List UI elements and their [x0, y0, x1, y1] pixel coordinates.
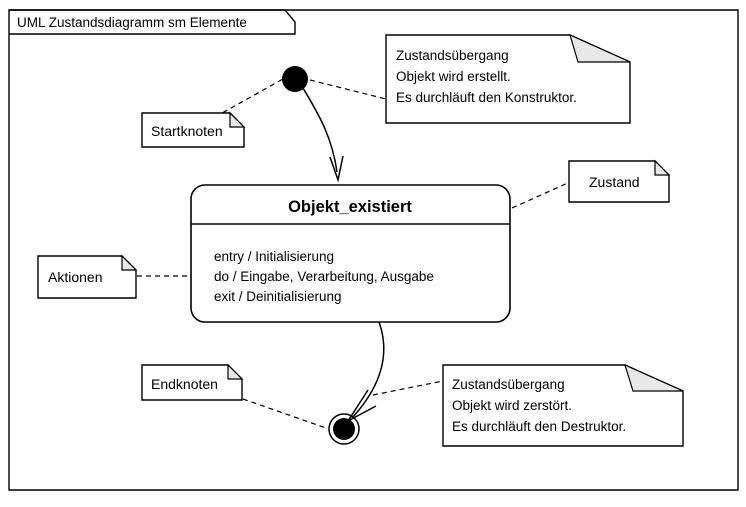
- note-uebergang-erstellt-line-3: Es durchläuft den Konstruktor.: [396, 90, 577, 105]
- arrowhead-into-state: [329, 155, 344, 183]
- note-endknoten-shape: [141, 364, 243, 401]
- note-endknoten-fold: [227, 363, 244, 380]
- note-uebergang-zerstoert-shape: [442, 364, 684, 447]
- transition-state-to-end: [351, 321, 385, 419]
- note-endknoten[interactable]: Endknoten: [141, 363, 244, 401]
- note-uebergang-zerstoert-line-3: Es durchläuft den Destruktor.: [452, 419, 626, 434]
- diagram-title: UML Zustandsdiagramm sm Elemente: [17, 15, 247, 30]
- note-aktionen-fold: [121, 254, 138, 271]
- diagram-frame: [8, 9, 739, 491]
- state-box-outline: [190, 184, 511, 323]
- note-uebergang-erstellt-line-2: Objekt wird erstellt.: [396, 69, 511, 84]
- transition-start-to-state: [302, 87, 338, 173]
- note-uebergang-erstellt[interactable]: Zustandsübergang Objekt wird erstellt. E…: [385, 33, 631, 124]
- state-action-entry: entry / Initialisierung: [214, 249, 334, 264]
- note-uebergang-erstellt-fold: [569, 33, 631, 63]
- note-startknoten-fold: [229, 111, 246, 128]
- link-endknoten-note: [242, 398, 327, 429]
- note-uebergang-zerstoert-line-2: Objekt wird zerstört.: [452, 398, 572, 413]
- note-uebergang-erstellt-line-1: Zustandsübergang: [396, 48, 509, 63]
- note-endknoten-text: Endknoten: [151, 376, 218, 392]
- note-zustand-fold: [654, 159, 671, 176]
- state-action-do: do / Eingabe, Verarbeitung, Ausgabe: [214, 269, 434, 284]
- note-startknoten[interactable]: Startknoten: [141, 111, 246, 148]
- note-startknoten-shape: [141, 112, 245, 148]
- note-uebergang-zerstoert-fold: [624, 363, 684, 392]
- end-node-ring: [328, 413, 360, 445]
- link-startknoten-note: [214, 78, 284, 118]
- state-action-exit: exit / Deinitialisierung: [214, 289, 342, 304]
- note-zustand-shape: [568, 160, 670, 203]
- state-name: Objekt_existiert: [288, 198, 412, 216]
- note-uebergang-zerstoert-line-1: Zustandsübergang: [452, 377, 565, 392]
- note-aktionen-shape: [37, 255, 137, 299]
- note-zustand[interactable]: Zustand: [568, 159, 671, 203]
- end-node[interactable]: [333, 418, 355, 440]
- frame-title-tab: [9, 9, 296, 35]
- note-uebergang-erstellt-shape: [385, 34, 631, 124]
- link-erstellt-note: [309, 79, 387, 100]
- note-uebergang-zerstoert[interactable]: Zustandsübergang Objekt wird zerstört. E…: [442, 363, 684, 447]
- state-objekt-existiert[interactable]: Objekt_existiert entry / Initialisierung…: [190, 184, 511, 323]
- note-startknoten-text: Startknoten: [151, 123, 223, 139]
- link-zerstoert-note: [372, 380, 444, 396]
- note-aktionen[interactable]: Aktionen: [37, 254, 138, 299]
- note-zustand-text: Zustand: [589, 174, 640, 190]
- start-node[interactable]: [282, 66, 308, 92]
- link-zustand-note: [511, 181, 571, 209]
- note-aktionen-text: Aktionen: [48, 269, 102, 285]
